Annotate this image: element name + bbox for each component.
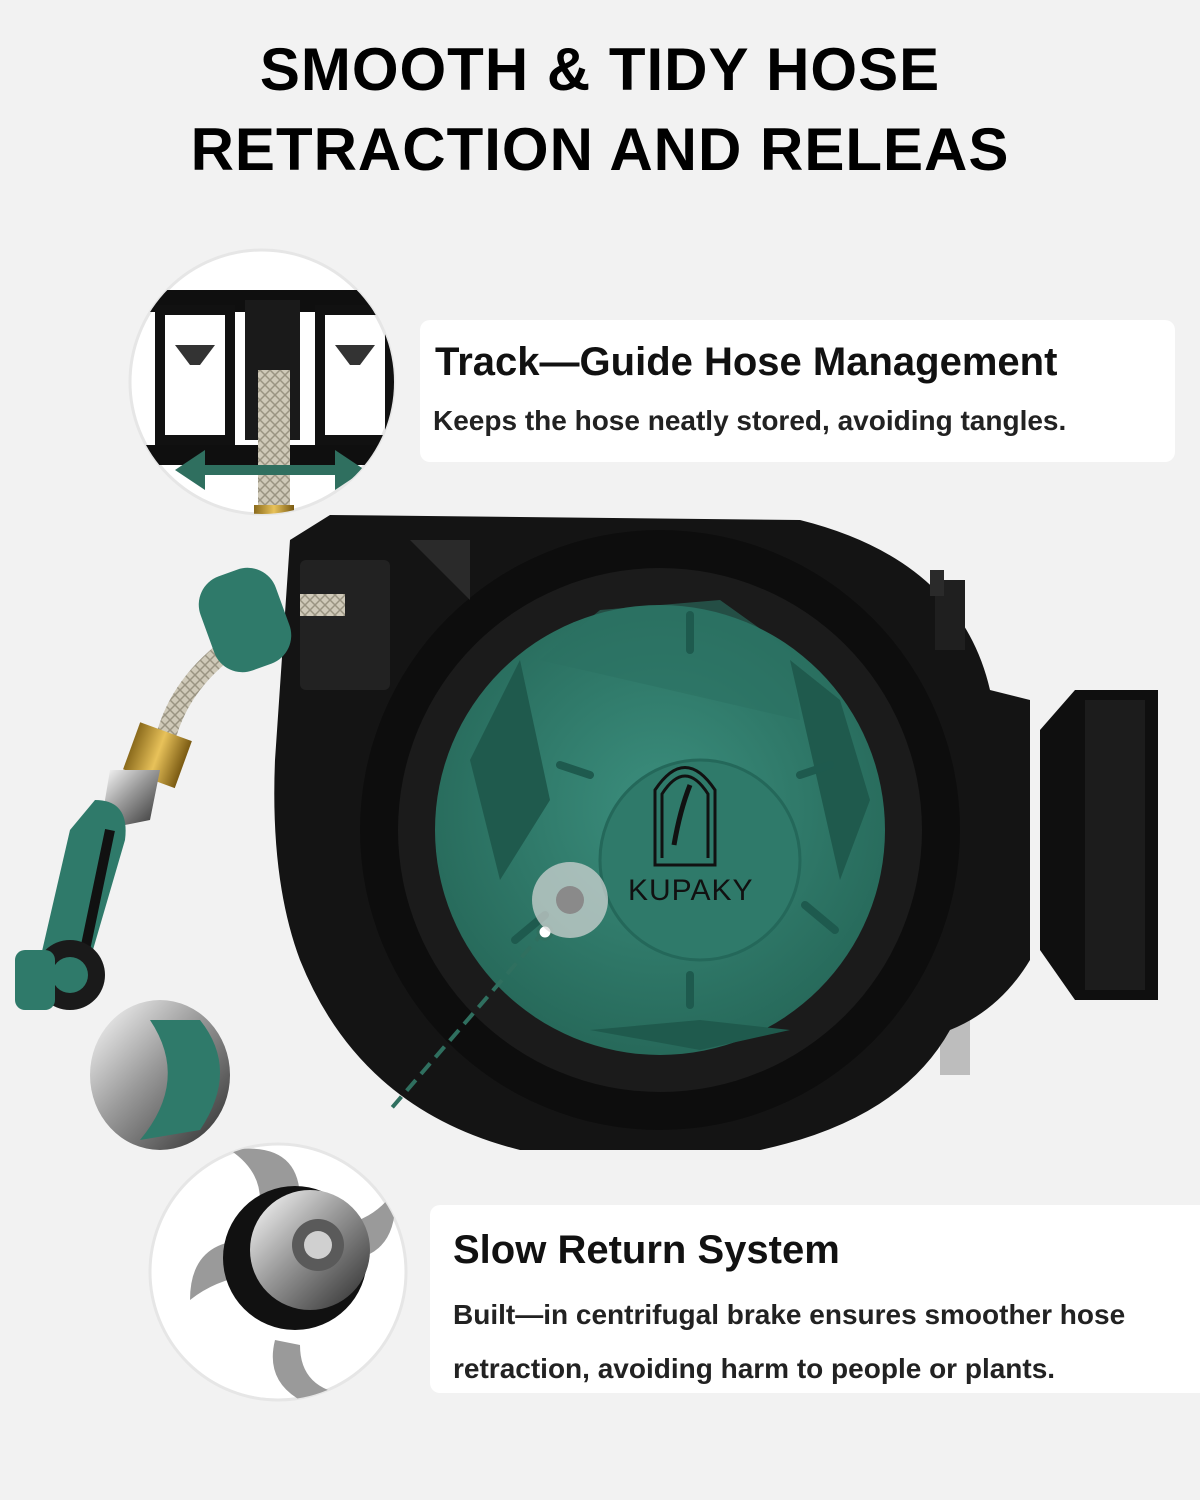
hose-and-spray-nozzle bbox=[15, 567, 345, 1150]
slide-arrows-icon bbox=[175, 450, 365, 490]
feature-description-slow-return: Built—in centrifugal brake ensures smoot… bbox=[453, 1299, 1126, 1384]
slow-return-brake-detail bbox=[148, 1142, 408, 1402]
headline: SMOOTH & TIDY HOSE RETRACTION AND RELEAS bbox=[0, 30, 1200, 190]
track-guide-detail bbox=[128, 248, 396, 516]
headline-line-1: SMOOTH & TIDY HOSE bbox=[259, 36, 941, 103]
feature-panel-slow-return bbox=[430, 1205, 1200, 1393]
feature-description-track-guide: Keeps the hose neatly stored, avoiding t… bbox=[433, 405, 1067, 436]
connector-dash-line bbox=[388, 928, 547, 1112]
wall-bracket bbox=[940, 690, 1158, 1075]
feature-title-track-guide: Track—Guide Hose Management bbox=[435, 340, 1058, 384]
reel-drum-cover bbox=[435, 600, 885, 1055]
feature-title-slow-return: Slow Return System bbox=[453, 1228, 840, 1272]
brand-name: KUPAKY bbox=[628, 874, 754, 907]
brand-logo-icon bbox=[653, 766, 717, 867]
feature-panel-track-guide bbox=[420, 320, 1175, 462]
headline-line-2: RETRACTION AND RELEAS bbox=[190, 116, 1010, 183]
